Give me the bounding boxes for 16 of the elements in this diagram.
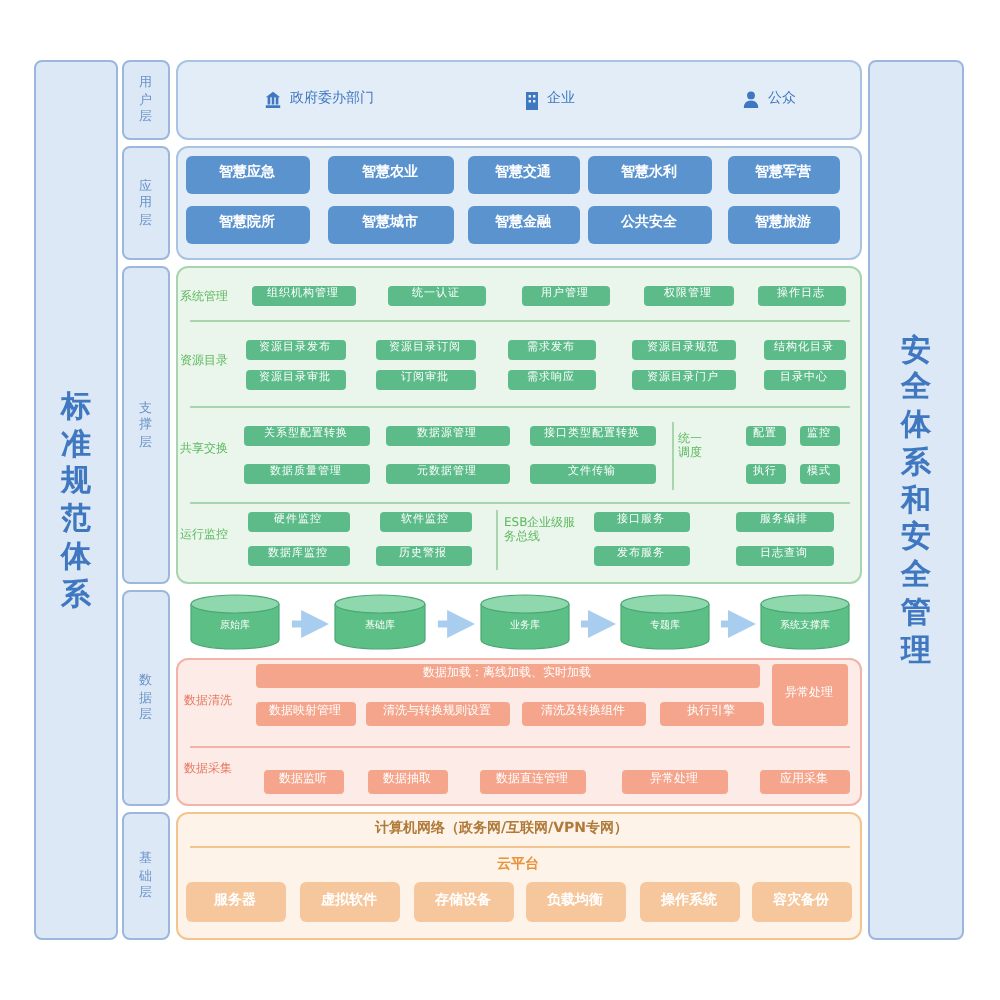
layer-panel bbox=[176, 146, 862, 260]
database-cylinder bbox=[190, 594, 280, 650]
database-cylinder bbox=[760, 594, 850, 650]
arrow bbox=[581, 610, 616, 638]
database-cylinder bbox=[480, 594, 570, 650]
arrow bbox=[291, 610, 330, 638]
arrow bbox=[437, 610, 476, 638]
database-cylinder bbox=[334, 594, 426, 650]
layer-panel bbox=[176, 812, 862, 940]
database-cylinder bbox=[620, 594, 710, 650]
side-panel: 安全体系和安全管理 bbox=[868, 60, 964, 940]
layer-panel bbox=[176, 658, 862, 806]
side-panel: 标准规范体系 bbox=[34, 60, 118, 940]
arrow bbox=[721, 610, 756, 638]
layer-panel bbox=[176, 266, 862, 584]
layer-panel bbox=[176, 60, 862, 140]
